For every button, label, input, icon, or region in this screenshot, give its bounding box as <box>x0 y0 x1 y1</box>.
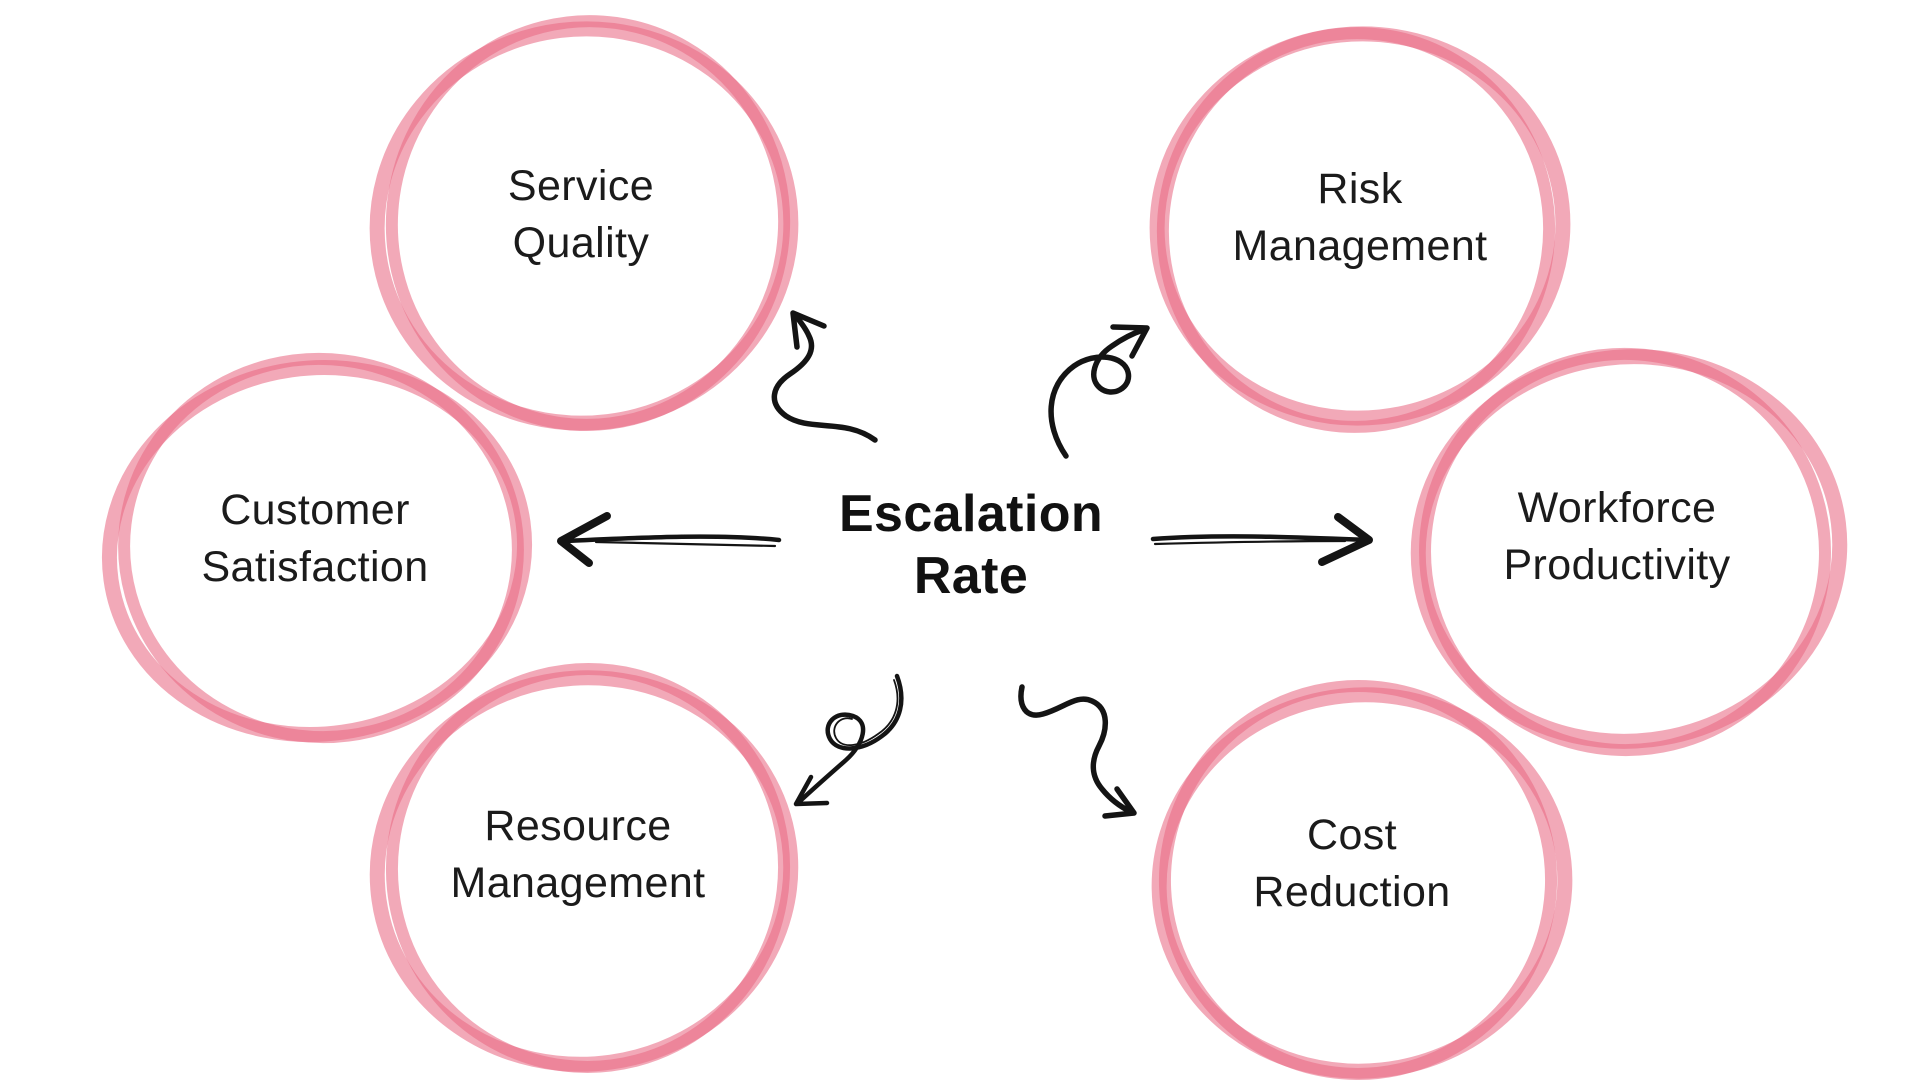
arrow-to-risk-management <box>1048 324 1150 459</box>
node-label-risk-management: Risk Management <box>1232 165 1488 270</box>
service-quality-circle <box>369 15 799 431</box>
node-label-customer-satisfaction: Customer Satisfaction <box>201 486 429 591</box>
arrow-to-cost-reduction <box>1018 684 1137 819</box>
node-label-cost-reduction: Cost Reduction <box>1253 811 1451 916</box>
arrow-to-service-quality <box>771 310 878 443</box>
arrow-to-workforce-productivity <box>1150 513 1373 566</box>
cost-reduction-circle <box>1151 680 1573 1080</box>
customer-satisfaction-circle <box>101 352 533 744</box>
workforce-productivity-circle <box>1410 347 1848 757</box>
node-label-resource-management: Resource Management <box>450 802 706 907</box>
arrow-to-resource-management <box>793 673 904 807</box>
risk-management-circle <box>1149 26 1571 433</box>
node-label-service-quality: Service Quality <box>507 162 655 267</box>
node-label-workforce-productivity: Workforce Productivity <box>1503 484 1731 589</box>
resource-management-circle <box>369 663 799 1073</box>
center-title: Escalation Rate <box>838 485 1104 605</box>
arrow-to-customer-satisfaction <box>557 512 782 567</box>
